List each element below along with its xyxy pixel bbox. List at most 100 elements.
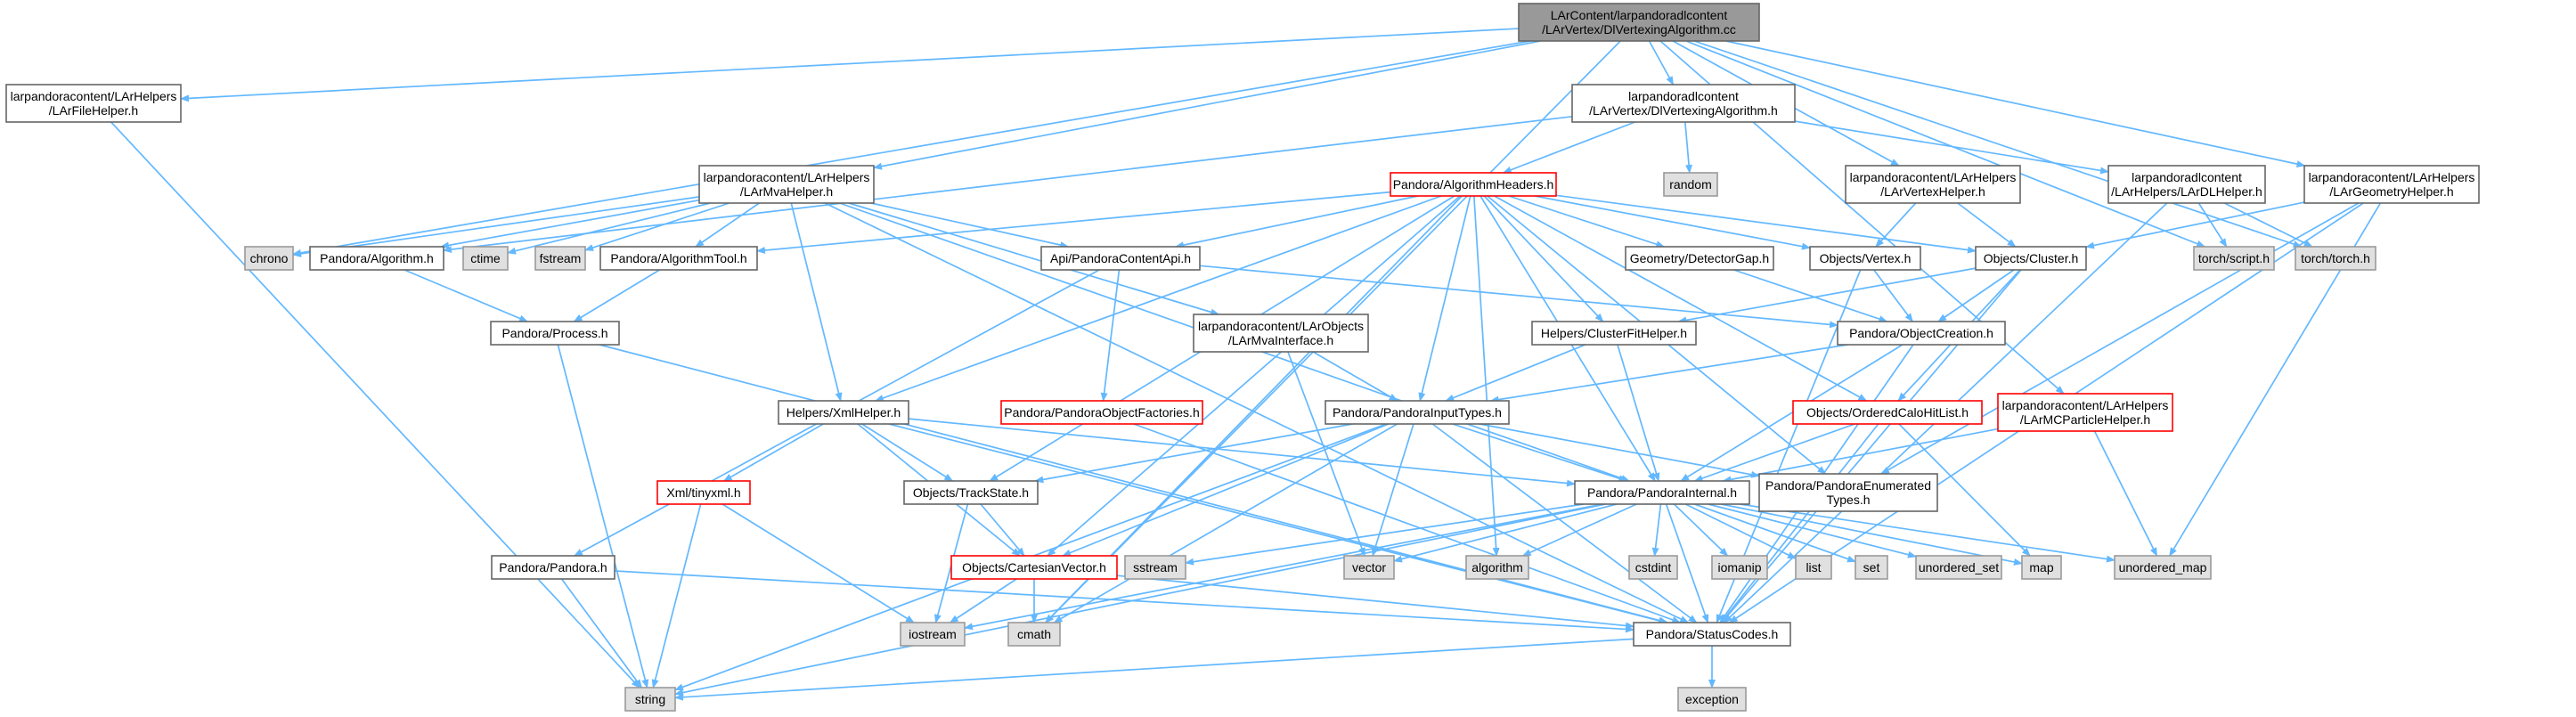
edge-pinternal-to-unordered_set	[1708, 503, 1917, 558]
node-box	[1837, 321, 2006, 346]
edge-algheaders-to-xmlhelper	[874, 195, 1442, 402]
node-cartesian[interactable]: Objects/CartesianVector.h	[950, 555, 1118, 580]
edge-pinternal-to-vector	[1393, 503, 1618, 563]
node-algtool[interactable]: Pandora/AlgorithmTool.h	[599, 246, 758, 271]
edge-mvainterface-to-vector	[1287, 351, 1365, 557]
node-vector[interactable]: vector	[1343, 555, 1395, 580]
node-tinyxml[interactable]: Xml/tinyxml.h	[656, 480, 751, 505]
edge-process-to-statuscodes	[599, 344, 1669, 624]
node-chrono[interactable]: chrono	[244, 246, 294, 271]
node-label: iomanip	[1717, 560, 1761, 574]
node-cmath[interactable]: cmath	[1007, 622, 1061, 647]
node-iostream[interactable]: iostream	[900, 622, 966, 647]
node-label: Geometry/DetectorGap.h	[1630, 251, 1769, 265]
node-mvahelper[interactable]: larpandoracontent/LArHelpers/LArMvaHelpe…	[698, 165, 875, 204]
node-box	[1792, 400, 1983, 425]
edge-pinternal-to-list	[1684, 503, 1797, 559]
node-vertexhelper[interactable]: larpandoracontent/LArHelpers/LArVertexHe…	[1845, 165, 2021, 204]
node-detgap[interactable]: Geometry/DetectorGap.h	[1625, 246, 1774, 271]
node-map[interactable]: map	[2021, 555, 2062, 580]
node-dlhelper[interactable]: larpandoradlcontent/LArHelpers/LArDLHelp…	[2107, 165, 2266, 204]
edge-cluster_h-to-objcreation	[1937, 269, 2015, 322]
node-fstream[interactable]: fstream	[534, 246, 586, 271]
node-label: /LArVertexHelper.h	[1880, 184, 1985, 199]
node-xmlhelper[interactable]: Helpers/XmlHelper.h	[778, 400, 909, 425]
node-filehelper[interactable]: larpandoracontent/LArHelpers/LArFileHelp…	[5, 84, 182, 123]
node-random[interactable]: random	[1663, 172, 1718, 197]
node-sstream[interactable]: sstream	[1124, 555, 1186, 580]
node-box	[1343, 555, 1395, 580]
node-box	[534, 246, 586, 271]
node-vertex_h[interactable]: Objects/Vertex.h	[1809, 246, 1921, 271]
edge-algheaders-to-cartesian	[1047, 195, 1461, 557]
node-mcparticle[interactable]: larpandoracontent/LArHelpers/LArMCPartic…	[1997, 393, 2173, 432]
node-ctime[interactable]: ctime	[462, 246, 509, 271]
node-label: larpandoracontent/LArHelpers	[1850, 170, 2017, 184]
node-box	[2114, 555, 2212, 580]
node-cstdint[interactable]: cstdint	[1628, 555, 1678, 580]
node-algheaders[interactable]: Pandora/AlgorithmHeaders.h	[1390, 172, 1557, 197]
edge-pandora_h-to-string	[560, 578, 643, 688]
node-pandora_h[interactable]: Pandora/Pandora.h	[491, 555, 615, 580]
edge-dlvtxh-to-algorithm_h	[443, 115, 1573, 254]
node-box	[1124, 555, 1186, 580]
node-root[interactable]: LArContent/larpandoradlcontent/LArVertex…	[1518, 3, 1760, 42]
node-contentapi[interactable]: Api/PandoraContentApi.h	[1040, 246, 1201, 271]
edge-clusterfit-to-pinternal	[1617, 344, 1660, 482]
node-clusterfit[interactable]: Helpers/ClusterFitHelper.h	[1531, 321, 1697, 346]
node-list[interactable]: list	[1795, 555, 1832, 580]
edge-algheaders-to-cluster_h	[1555, 194, 1977, 254]
node-objfactories[interactable]: Pandora/PandoraObjectFactories.h	[1000, 400, 1203, 425]
edge-inputtypes-to-vector	[1371, 423, 1414, 557]
node-box	[1040, 246, 1201, 271]
edge-dlhelper-to-torchtorch	[2223, 202, 2313, 248]
edge-vertexhelper-to-vertex_h	[1875, 202, 1917, 248]
edge-mvahelper-to-algorithm_h	[440, 199, 700, 249]
node-box	[1518, 3, 1760, 42]
node-box	[1845, 165, 2021, 204]
node-objcreation[interactable]: Pandora/ObjectCreation.h	[1837, 321, 2006, 346]
node-label: algorithm	[1471, 560, 1523, 574]
node-unordered_set[interactable]: unordered_set	[1915, 555, 2002, 580]
node-pinternal[interactable]: Pandora/PandoraInternal.h	[1574, 480, 1750, 505]
node-box	[309, 246, 444, 271]
node-algorithm[interactable]: algorithm	[1465, 555, 1529, 580]
node-box	[1915, 555, 2002, 580]
node-label: string	[635, 692, 665, 706]
node-box	[2193, 246, 2275, 271]
node-algorithm_h[interactable]: Pandora/Algorithm.h	[309, 246, 444, 271]
node-box	[778, 400, 909, 425]
node-geomhelper[interactable]: larpandoracontent/LArHelpers/LArGeometry…	[2303, 165, 2480, 204]
edge-mvahelper-to-xmlhelper	[790, 202, 843, 402]
node-set[interactable]: set	[1855, 555, 1888, 580]
node-box	[491, 555, 615, 580]
node-inputtypes[interactable]: Pandora/PandoraInputTypes.h	[1325, 400, 1510, 425]
edge-dlvtxh-to-random	[1683, 121, 1693, 174]
edge-mvahelper-to-contentapi	[870, 202, 1070, 249]
node-dlvtxh[interactable]: larpandoradlcontent/LArVertex/DlVertexin…	[1571, 84, 1796, 123]
node-string[interactable]: string	[624, 687, 676, 712]
node-label: random	[1669, 177, 1711, 191]
node-orderedcalo[interactable]: Objects/OrderedCaloHitList.h	[1792, 400, 1983, 425]
node-unordered_map[interactable]: unordered_map	[2114, 555, 2212, 580]
node-label: Pandora/ObjectCreation.h	[1849, 326, 1993, 340]
node-iomanip[interactable]: iomanip	[1711, 555, 1768, 580]
node-label: /LArFileHelper.h	[49, 103, 138, 118]
node-cluster_h[interactable]: Objects/Cluster.h	[1975, 246, 2087, 271]
node-trackstate[interactable]: Objects/TrackState.h	[903, 480, 1039, 505]
node-mvainterface[interactable]: larpandoracontent/LArObjects/LArMvaInter…	[1193, 314, 1369, 353]
node-torchscript[interactable]: torch/script.h	[2193, 246, 2275, 271]
node-box	[1000, 400, 1203, 425]
node-label: Objects/OrderedCaloHitList.h	[1806, 405, 1969, 420]
node-label: Pandora/AlgorithmTool.h	[610, 251, 746, 265]
edge-algheaders-to-cmath	[1044, 195, 1463, 623]
node-torchtorch[interactable]: torch/torch.h	[2295, 246, 2376, 271]
edge-orderedcalo-to-statuscodes	[1720, 423, 1879, 623]
node-statuscodes[interactable]: Pandora/StatusCodes.h	[1633, 622, 1791, 647]
node-box	[698, 165, 875, 204]
node-label: larpandoracontent/LArHelpers	[2309, 170, 2475, 184]
node-exception[interactable]: exception	[1677, 687, 1747, 712]
node-label: Pandora/Process.h	[501, 326, 607, 340]
node-process[interactable]: Pandora/Process.h	[490, 321, 620, 346]
